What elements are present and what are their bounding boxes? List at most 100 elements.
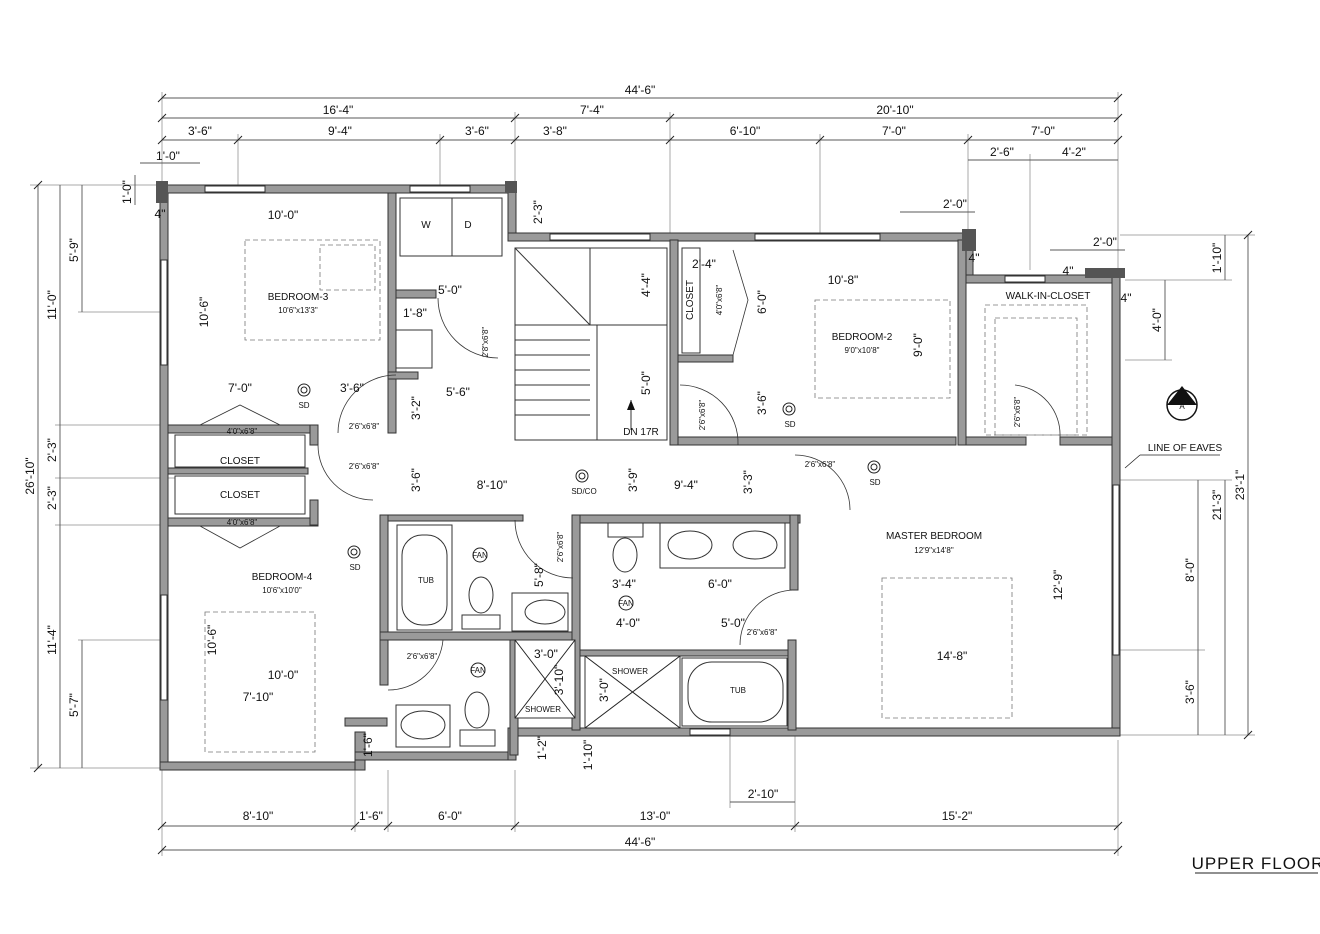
door-tag: 2'6"x6'8": [805, 460, 836, 469]
room-name-bedroom-2: BEDROOM-2: [832, 332, 893, 343]
dim-label: 4'-2": [1062, 145, 1086, 159]
dim-label: 3'-6": [755, 391, 769, 415]
dim-label: 10'-0": [268, 208, 299, 222]
room-size-bedroom-4: 10'6"x10'0": [262, 586, 302, 595]
label-dryer: D: [464, 220, 471, 231]
label-tub: TUB: [418, 576, 434, 585]
dim-label: 2'-3": [531, 200, 545, 224]
dim-label: 6'-0": [708, 577, 732, 591]
dim-label: 21'-3": [1210, 490, 1224, 521]
dimension-lines: [30, 92, 1255, 856]
door-labels: 4'0"x6'8" 4'0"x6'8" 2'6"x6'8" 2'6"x6'8" …: [227, 285, 1022, 661]
room-size-master: 12'9"x14'8": [914, 546, 954, 555]
dim-label: 5'-6": [446, 385, 470, 399]
room-closet: CLOSET: [220, 490, 260, 501]
smoke-co-detector-label: SD/CO: [571, 487, 596, 496]
dim-label: 2'-3": [45, 438, 59, 462]
dim-label: 4": [1063, 264, 1074, 278]
door-tag: 2'6"x6'8": [349, 462, 380, 471]
room-name-bedroom-4: BEDROOM-4: [252, 572, 313, 583]
dim-label: 9'-0": [911, 333, 925, 357]
dim-label: 8'-0": [1183, 558, 1197, 582]
dim-label: 7'-0": [1031, 124, 1055, 138]
door-tag: 4'0"x6'8": [227, 427, 258, 436]
dim-label: 11'-0": [45, 290, 59, 320]
dim-label: 10'-8": [828, 273, 859, 287]
dim-label: 7'-10": [243, 690, 274, 704]
dim-label: 1'-0": [120, 180, 134, 204]
door-tag: 2'6"x6'8": [698, 400, 707, 431]
fixtures: [174, 197, 1318, 874]
dim-label: 5'-0": [639, 371, 653, 395]
dim-label: 3'-9": [626, 468, 640, 492]
dim-label: 3'-0": [597, 678, 611, 702]
dim-label: 14'-8": [937, 649, 968, 663]
dim-label: 5'-0": [438, 283, 462, 297]
dim-label: 2'-0": [943, 197, 967, 211]
dim-label: 11'-4": [45, 625, 59, 655]
fan-label: FAN: [618, 599, 634, 608]
smoke-detector-label: SD: [784, 420, 795, 429]
dim-label: 15'-2": [942, 809, 973, 823]
dim-label: 4'-4": [639, 273, 653, 297]
room-closet: CLOSET: [685, 280, 696, 320]
dim-top-total: 44'-6": [625, 83, 656, 97]
dim-label: 2'-4": [692, 257, 716, 271]
dim-label: 23'-1": [1233, 470, 1247, 501]
dim-label: 7'-0": [228, 381, 252, 395]
dim-label: 4": [969, 251, 980, 265]
dim-label: 26'-10": [23, 457, 37, 494]
dim-label: 3'-6": [188, 124, 212, 138]
dim-label: 4": [155, 207, 166, 221]
dim-label: 1'-10": [1210, 243, 1224, 274]
dim-label: 3'-2": [409, 396, 423, 420]
dim-label: 1'-0": [156, 149, 180, 163]
drawing-title: UPPER FLOOR: [1192, 854, 1320, 873]
smoke-detector-label: SD: [869, 478, 880, 487]
fan-label: FAN: [472, 551, 488, 560]
dim-label: 8'-10": [243, 809, 274, 823]
dim-label: 2'-3": [45, 486, 59, 510]
dim-label: 9'-4": [328, 124, 352, 138]
eaves-label: LINE OF EAVES: [1148, 443, 1223, 454]
dim-label: 2'-10": [748, 787, 779, 801]
door-tag: 2'6"x6'8": [556, 532, 565, 563]
dim-label: 2'-6": [990, 145, 1014, 159]
dim-label: 6'-0": [755, 290, 769, 314]
dim-label: 5'-9": [67, 238, 81, 262]
room-name-bedroom-3: BEDROOM-3: [268, 292, 329, 303]
dim-label: 3'-4": [612, 577, 636, 591]
symbol-labels: SD SD/CO SD SD SD FAN FAN FAN DN 17R A L…: [298, 401, 1320, 873]
label-washer: W: [421, 220, 431, 231]
dim-label: 1'-2": [535, 736, 549, 760]
dim-label: 16'-4": [323, 103, 354, 117]
dim-label: 5'-7": [67, 693, 81, 717]
dim-label: 2'-0": [1093, 235, 1117, 249]
door-tag: 2'6"x6'8": [407, 652, 438, 661]
door-tag: 2'6"x6'8": [747, 628, 778, 637]
dim-label: 3'-10": [552, 665, 566, 696]
door-tag: 4'0"x6'8": [227, 518, 258, 527]
room-labels: BEDROOM-3 10'6"x13'3" BEDROOM-2 9'0"x10'…: [220, 220, 1090, 714]
dim-bottom-total: 44'-6": [625, 835, 656, 849]
fan-label: FAN: [470, 666, 486, 675]
dim-label: 1'-10": [581, 740, 595, 771]
dim-label: 13'-0": [640, 809, 671, 823]
dim-label: 8'-10": [477, 478, 508, 492]
dim-label: 10'-6": [197, 297, 211, 328]
dim-label: 1'-6": [361, 733, 375, 757]
dim-label: 5'-8": [532, 563, 546, 587]
dim-label: 4'-0": [1150, 308, 1164, 332]
dim-label: 3'-6": [409, 468, 423, 492]
windows: [160, 185, 1120, 736]
room-size-bedroom-2: 9'0"x10'8": [845, 346, 880, 355]
label-tub: TUB: [730, 686, 746, 695]
door-tag: 2'6"x6'8": [349, 422, 380, 431]
section-mark-label: A: [1179, 402, 1185, 411]
door-tag: 2'6"x6'8": [1013, 397, 1022, 428]
room-name-master: MASTER BEDROOM: [886, 531, 982, 542]
door-tag: 4'0"x6'8": [715, 285, 724, 316]
dim-label: 10'-6": [205, 625, 219, 656]
dim-label: 10'-0": [268, 668, 299, 682]
